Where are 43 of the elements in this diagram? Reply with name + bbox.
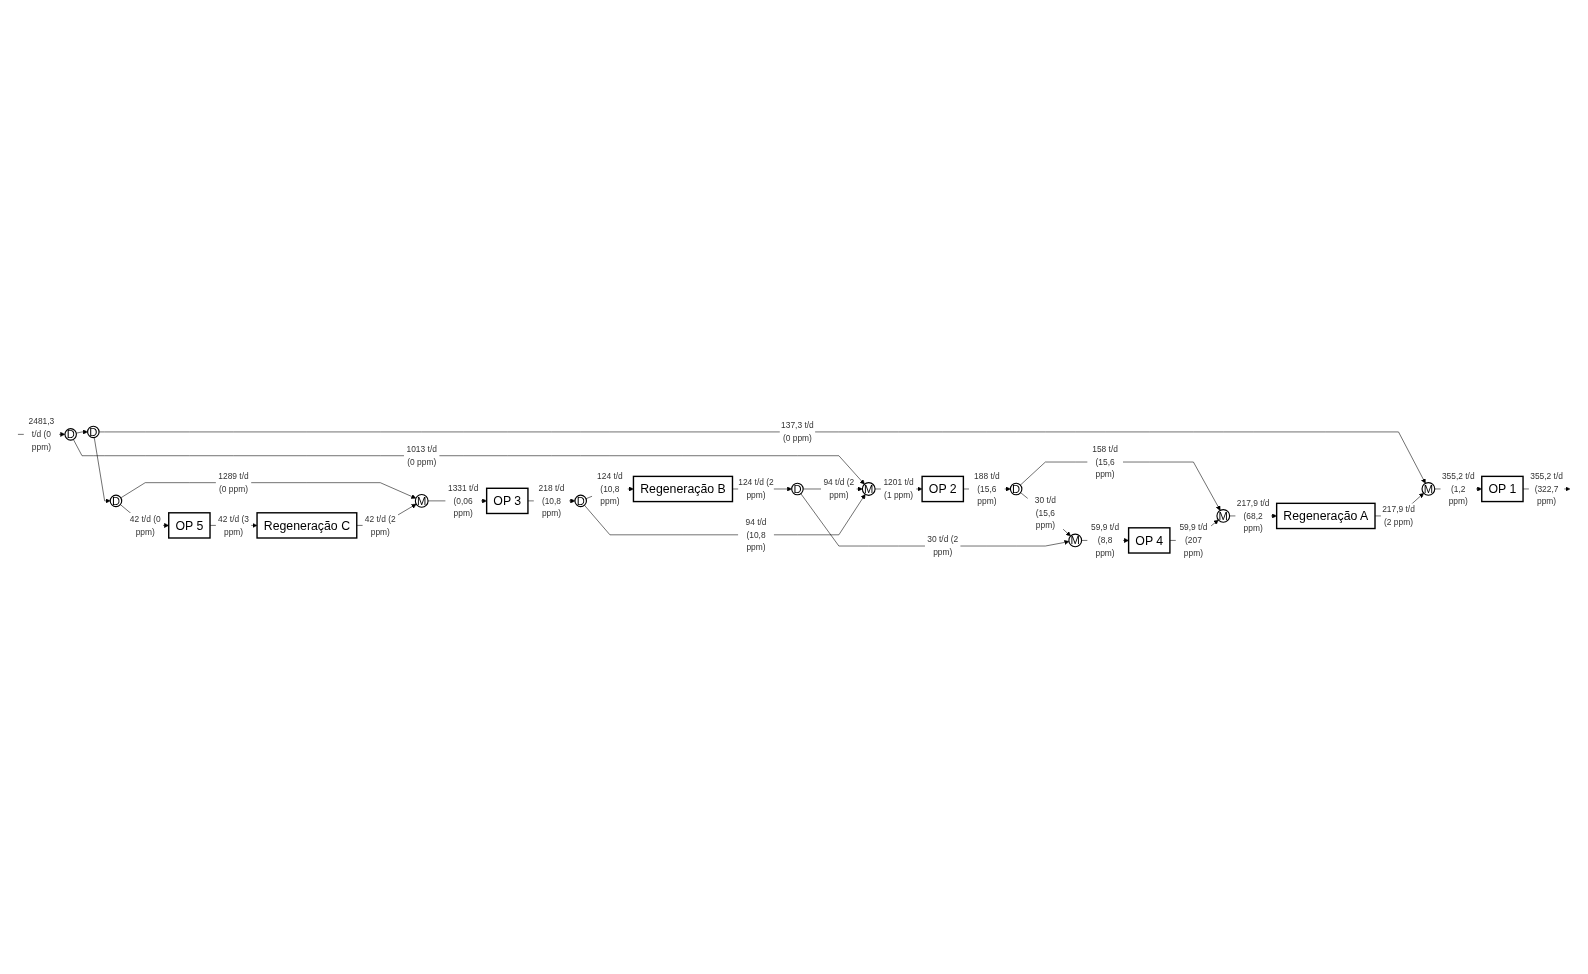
- edge-label: 42 t/d (3 ppm): [218, 513, 249, 536]
- edge-label: 158 t/d (15,6 ppm): [1092, 443, 1118, 479]
- edge-label: 30 t/d (15,6 ppm): [1034, 494, 1056, 530]
- edge-label: 355,2 t/d (1,2 ppm): [1441, 470, 1475, 506]
- edge-label: 355,2 t/d (322,7 ppm): [1530, 470, 1563, 506]
- node-box: OP 2: [921, 475, 965, 502]
- node-circle: D: [109, 494, 123, 507]
- edge-label: 1331 t/d (0,06 ppm): [447, 482, 479, 518]
- edge-label: 124 t/d (10,8 ppm): [597, 470, 623, 506]
- edge-label: 42 t/d (0 ppm): [129, 513, 161, 536]
- node-circle: M: [1216, 508, 1231, 523]
- edge-label: 1201 t/d (1 ppm): [883, 477, 914, 500]
- node-circle: D: [87, 425, 100, 438]
- node-box: OP 4: [1127, 526, 1171, 554]
- node-circle: M: [414, 493, 429, 508]
- edge-label: 188 t/d (15,6 ppm): [974, 470, 1000, 506]
- edge-label: 59,9 t/d (207 ppm): [1179, 522, 1208, 557]
- node-circle: M: [1068, 533, 1083, 547]
- edge-label: 1013 t/d (0 ppm): [406, 443, 437, 466]
- edge-label: 2481,3 t/d (0 ppm): [28, 416, 55, 451]
- node-circle: M: [1421, 481, 1436, 496]
- edge-label: 42 t/d (2 ppm): [364, 513, 396, 536]
- edge-label: 124 t/d (2 ppm): [738, 477, 774, 500]
- node-box: Regeneração C: [256, 511, 358, 539]
- edge-label: 217,9 t/d (2 ppm): [1382, 504, 1415, 527]
- node-box: OP 5: [168, 511, 211, 539]
- node-box: Regeneração A: [1275, 502, 1376, 529]
- node-circle: D: [64, 427, 77, 441]
- node-box: Regeneração B: [632, 475, 734, 502]
- edge-label: 94 t/d (10,8 ppm): [745, 516, 767, 552]
- node-circle: D: [574, 494, 587, 507]
- node-box: OP 3: [485, 487, 529, 514]
- node-circle: M: [861, 481, 876, 496]
- edge-label: 137,3 t/d (0 ppm): [781, 420, 814, 443]
- node-circle: D: [791, 482, 804, 495]
- edge-label: 1289 t/d (0 ppm): [218, 470, 249, 493]
- edge-label: 217,9 t/d (68,2 ppm): [1236, 497, 1270, 533]
- edge-label: 30 t/d (2 ppm): [927, 534, 959, 557]
- edge-label: 59,9 t/d (8,8 ppm): [1091, 522, 1120, 557]
- edge-label: 94 t/d (2 ppm): [823, 477, 855, 500]
- node-circle: D: [1009, 482, 1023, 495]
- edge-label: 218 t/d (10,8 ppm): [538, 482, 565, 518]
- node-box: OP 1: [1481, 475, 1524, 502]
